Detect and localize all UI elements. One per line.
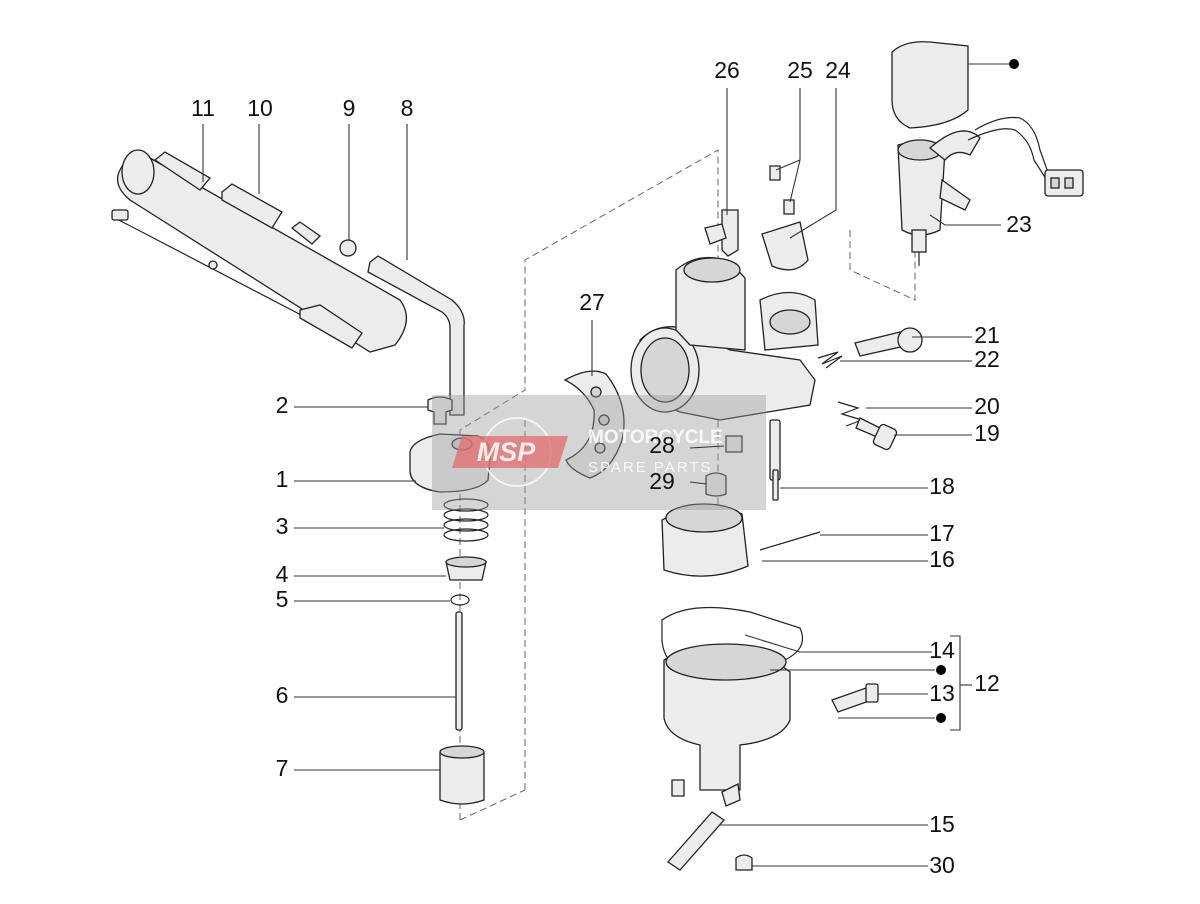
callout-label-14: 14	[929, 637, 955, 663]
watermark-logo: MSP	[477, 437, 537, 467]
callout-label-25: 25	[787, 57, 813, 83]
watermark-title: MOTORCYCLE	[588, 427, 723, 448]
callout-label-28: 28	[649, 432, 675, 458]
callout-label-9: 9	[343, 95, 356, 121]
callout-label-26: 26	[714, 57, 740, 83]
callout-label-16: 16	[929, 546, 955, 572]
watermark: MSP MOTORCYCLE SPARE PARTS	[432, 395, 766, 510]
starter-group	[891, 41, 1084, 266]
callout-label-19: 19	[974, 420, 1000, 446]
callout-label-4: 4	[276, 561, 289, 587]
callout-label-22: 22	[974, 346, 1000, 372]
callout-label-12: 12	[974, 670, 1000, 696]
float-bowl-group	[661, 503, 879, 871]
callout-label-11: 11	[191, 95, 215, 121]
callout-label-6: 6	[276, 682, 289, 708]
carburetor-body	[563, 165, 923, 501]
callout-label-17: 17	[929, 520, 955, 546]
callout-label-10: 10	[247, 95, 273, 121]
callout-label-21: 21	[974, 322, 1000, 348]
callout-label-24: 24	[825, 57, 851, 83]
callout-label-13: 13	[929, 680, 955, 706]
callout-labels: 11 10 9 8 2 1 3 4 5 6 7 26 25 24 27 23 2…	[191, 57, 1032, 878]
callout-label-20: 20	[974, 393, 1000, 419]
callout-label-7: 7	[276, 755, 289, 781]
watermark-subtitle: SPARE PARTS	[588, 459, 713, 476]
callout-label-23: 23	[1006, 211, 1032, 237]
callout-dots	[936, 59, 1019, 723]
throttle-cable-group	[111, 149, 465, 416]
callout-label-5: 5	[276, 586, 289, 612]
callout-label-1: 1	[276, 466, 289, 492]
callout-label-2: 2	[276, 392, 289, 418]
callout-label-29: 29	[649, 468, 675, 494]
callout-label-15: 15	[929, 811, 955, 837]
callout-label-3: 3	[276, 513, 289, 539]
callout-label-30: 30	[929, 852, 955, 878]
callout-label-8: 8	[401, 95, 414, 121]
callout-leaders	[202, 63, 1010, 867]
callout-label-18: 18	[929, 473, 955, 499]
callout-label-27: 27	[579, 289, 605, 315]
